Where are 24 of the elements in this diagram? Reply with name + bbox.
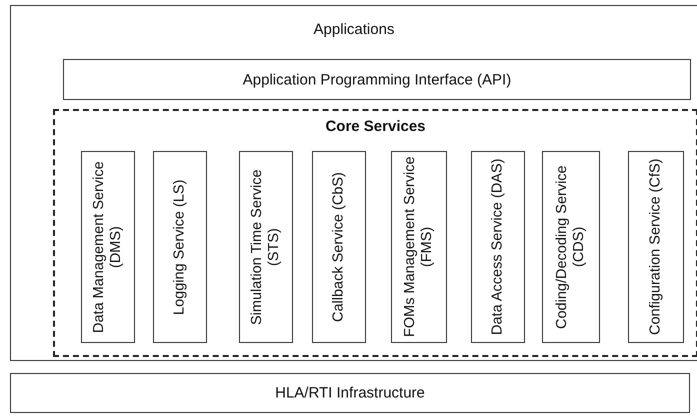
service-box	[153, 151, 207, 343]
service-box	[81, 151, 135, 343]
layer-bar	[10, 373, 690, 413]
layer-bar	[63, 59, 691, 100]
service-box	[542, 151, 600, 343]
service-label: Logging Service (LS)	[170, 178, 188, 317]
service-label: Coding/Decoding Service (CDS)	[553, 164, 588, 331]
service-box	[628, 151, 684, 343]
service-box	[391, 151, 447, 343]
service-label: Callback Service (CbS)	[330, 171, 348, 324]
service-box	[239, 151, 293, 343]
service-label: Configuration Service (CfS)	[646, 158, 664, 338]
service-label: Data Management Service (DMS)	[90, 160, 125, 335]
service-label: FOMs Management Service (FMS)	[401, 156, 436, 340]
services-group-box	[53, 109, 697, 357]
layer-title: Applications	[314, 21, 394, 38]
service-label: Simulation Time Service (STS)	[248, 168, 283, 327]
layer-title: Application Programming Interface (API)	[242, 71, 512, 88]
layer-panel	[10, 5, 697, 361]
group-heading: Core Services	[325, 118, 426, 135]
layer-title: HLA/RTI Infrastructure	[275, 384, 425, 402]
service-box	[312, 151, 366, 343]
service-label: Data Access Service (DAS)	[488, 158, 506, 338]
service-box	[471, 151, 525, 343]
